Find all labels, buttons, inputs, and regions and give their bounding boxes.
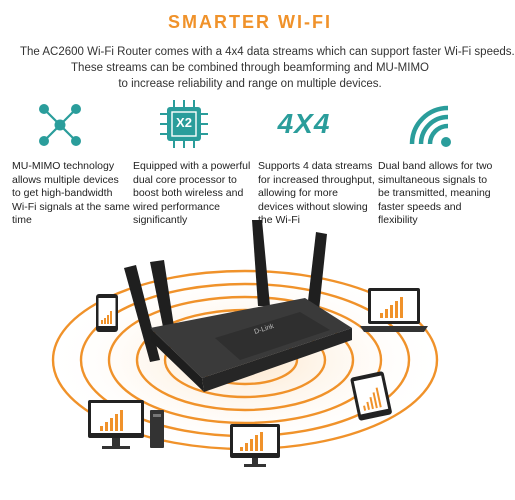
processor-label: X2 (176, 115, 192, 130)
monitor-device (230, 424, 280, 467)
smartphone-device (96, 294, 118, 332)
feature-4x4-text: Supports 4 data streams for increased th… (258, 160, 375, 226)
intro-line: These streams can be combined through be… (71, 62, 429, 74)
intro-paragraph: The AC2600 Wi-Fi Router comes with a 4x4… (20, 44, 515, 92)
section-title: SMARTER WI-FI (168, 12, 332, 32)
router-illustration: D-Link (45, 220, 445, 467)
feature-dual-band-text: Dual band allows for two simultaneous si… (378, 160, 493, 226)
feature-processor-text: Equipped with a powerful dual core proce… (133, 160, 251, 226)
antenna (150, 260, 176, 342)
intro-line: to increase reliability and range on mul… (118, 78, 382, 90)
dual-core-processor-icon: X2 (158, 98, 210, 150)
antenna (124, 265, 160, 362)
tablet-device (350, 371, 392, 421)
laptop-device (360, 288, 428, 332)
antenna (252, 220, 270, 306)
wifi-signal-icon (404, 100, 458, 148)
router: D-Link (124, 220, 352, 392)
antenna (306, 232, 327, 320)
intro-line: The AC2600 Wi-Fi Router comes with a 4x4… (20, 46, 515, 58)
network-nodes-icon (35, 100, 85, 150)
feature-mu-mimo-text: MU-MIMO technology allows multiple devic… (12, 160, 130, 226)
desktop-computer-device (88, 400, 164, 449)
4x4-streams-icon: 4X4 (277, 108, 331, 139)
